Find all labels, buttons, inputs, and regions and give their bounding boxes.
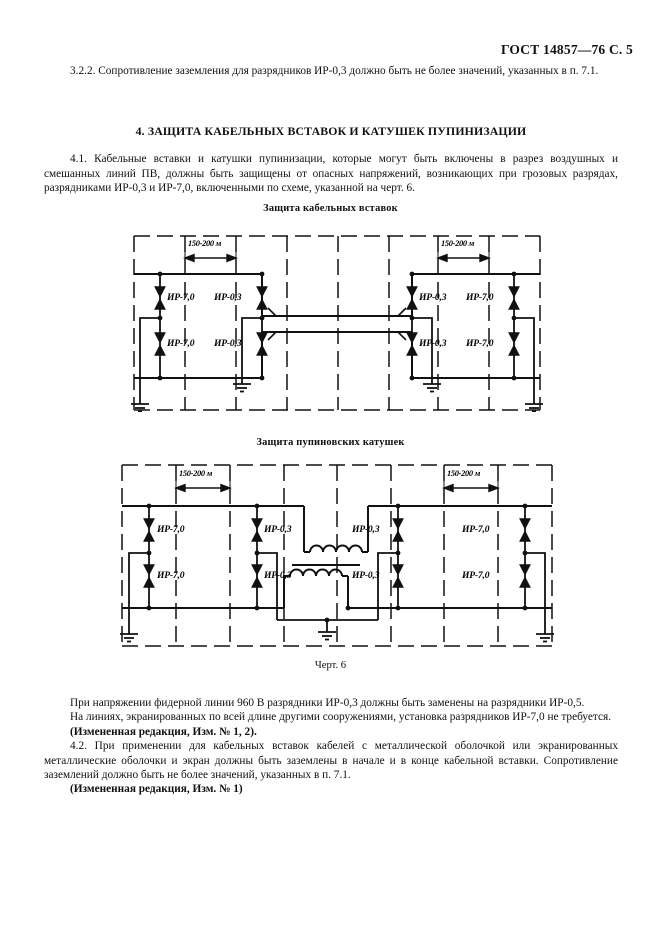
diagram-1-label-right-inner-bottom: ИР-0,3	[418, 338, 447, 349]
revision-note-2: (Измененная редакция, Изм. № 1)	[70, 783, 243, 796]
diagram-2-title: Защита пупиновских катушек	[256, 437, 405, 448]
diagram-2-label-right-outer-top: ИР-7,0	[461, 524, 490, 535]
paragraph-3-2-2: 3.2.2. Сопротивление заземления для разр…	[70, 65, 599, 77]
diagram-1-dimension-right: 150-200 м	[441, 239, 475, 248]
paragraph-shielded-lines: На линиях, экранированных по всей длине …	[70, 711, 612, 724]
diagram-1-schematic: 150-200 м 150-200 м ИР-7,0 ИР-7,0 ИР-0,3…	[131, 235, 543, 412]
diagram-1-container: Защита кабельных вставок	[0, 203, 661, 412]
diagram-2-label-left-outer-top: ИР-7,0	[156, 524, 185, 535]
diagram-2-dimension-right: 150-200 м	[447, 469, 481, 478]
diagram-2-label-left-outer-bottom: ИР-7,0	[156, 570, 185, 581]
document-body-tail: При напряжении фидерной линии 960 В разр…	[44, 696, 618, 797]
diagram-1-label-left-inner-top: ИР-0,3	[213, 292, 242, 303]
diagram-1-dimension-left: 150-200 м	[188, 239, 222, 248]
section-heading-4: 4. ЗАЩИТА КАБЕЛЬНЫХ ВСТАВОК И КАТУШЕК ПУ…	[135, 124, 527, 139]
figure-caption: Черт. 6	[314, 660, 347, 671]
diagram-2-label-right-inner-bottom: ИР-0,3	[351, 570, 380, 581]
diagram-1-title: Защита кабельных вставок	[263, 203, 398, 214]
diagram-2-label-left-inner-top: ИР-0,3	[263, 524, 292, 535]
diagram-1-label-left-outer-bottom: ИР-7,0	[166, 338, 195, 349]
revision-note-1: (Измененная редакция, Изм. № 1, 2).	[70, 725, 257, 738]
diagram-1-label-right-inner-top: ИР-0,3	[418, 292, 447, 303]
diagram-2-schematic: 150-200 м 150-200 м ИР-7,0 ИР-7,0 ИР-0,3…	[120, 464, 554, 647]
paragraph-voltage-960: При напряжении фидерной линии 960 В разр…	[70, 697, 585, 709]
paragraph-4-2: 4.2. При применении для кабельных вставо…	[44, 740, 618, 782]
diagram-1-label-left-inner-bottom: ИР-0,3	[213, 338, 242, 349]
spacer	[44, 78, 618, 98]
diagram-2-label-right-outer-bottom: ИР-7,0	[461, 570, 490, 581]
diagram-2-container: Защита пупиновских катушек	[0, 437, 661, 671]
diagram-1-label-left-outer-top: ИР-7,0	[166, 292, 195, 303]
diagram-2-dimension-left: 150-200 м	[179, 469, 213, 478]
diagram-1-label-right-outer-top: ИР-7,0	[465, 292, 494, 303]
spacer	[44, 139, 618, 152]
diagram-2-label-left-inner-bottom: ИР-0,3	[263, 570, 292, 581]
diagram-1-label-right-outer-bottom: ИР-7,0	[465, 338, 494, 349]
diagram-2-label-right-inner-top: ИР-0,3	[351, 524, 380, 535]
page-header-standard: ГОСТ 14857—76 С. 5	[500, 42, 633, 57]
document-body: 3.2.2. Сопротивление заземления для разр…	[44, 64, 618, 196]
paragraph-4-1: 4.1. Кабельные вставки и катушки пупиниз…	[44, 153, 618, 195]
